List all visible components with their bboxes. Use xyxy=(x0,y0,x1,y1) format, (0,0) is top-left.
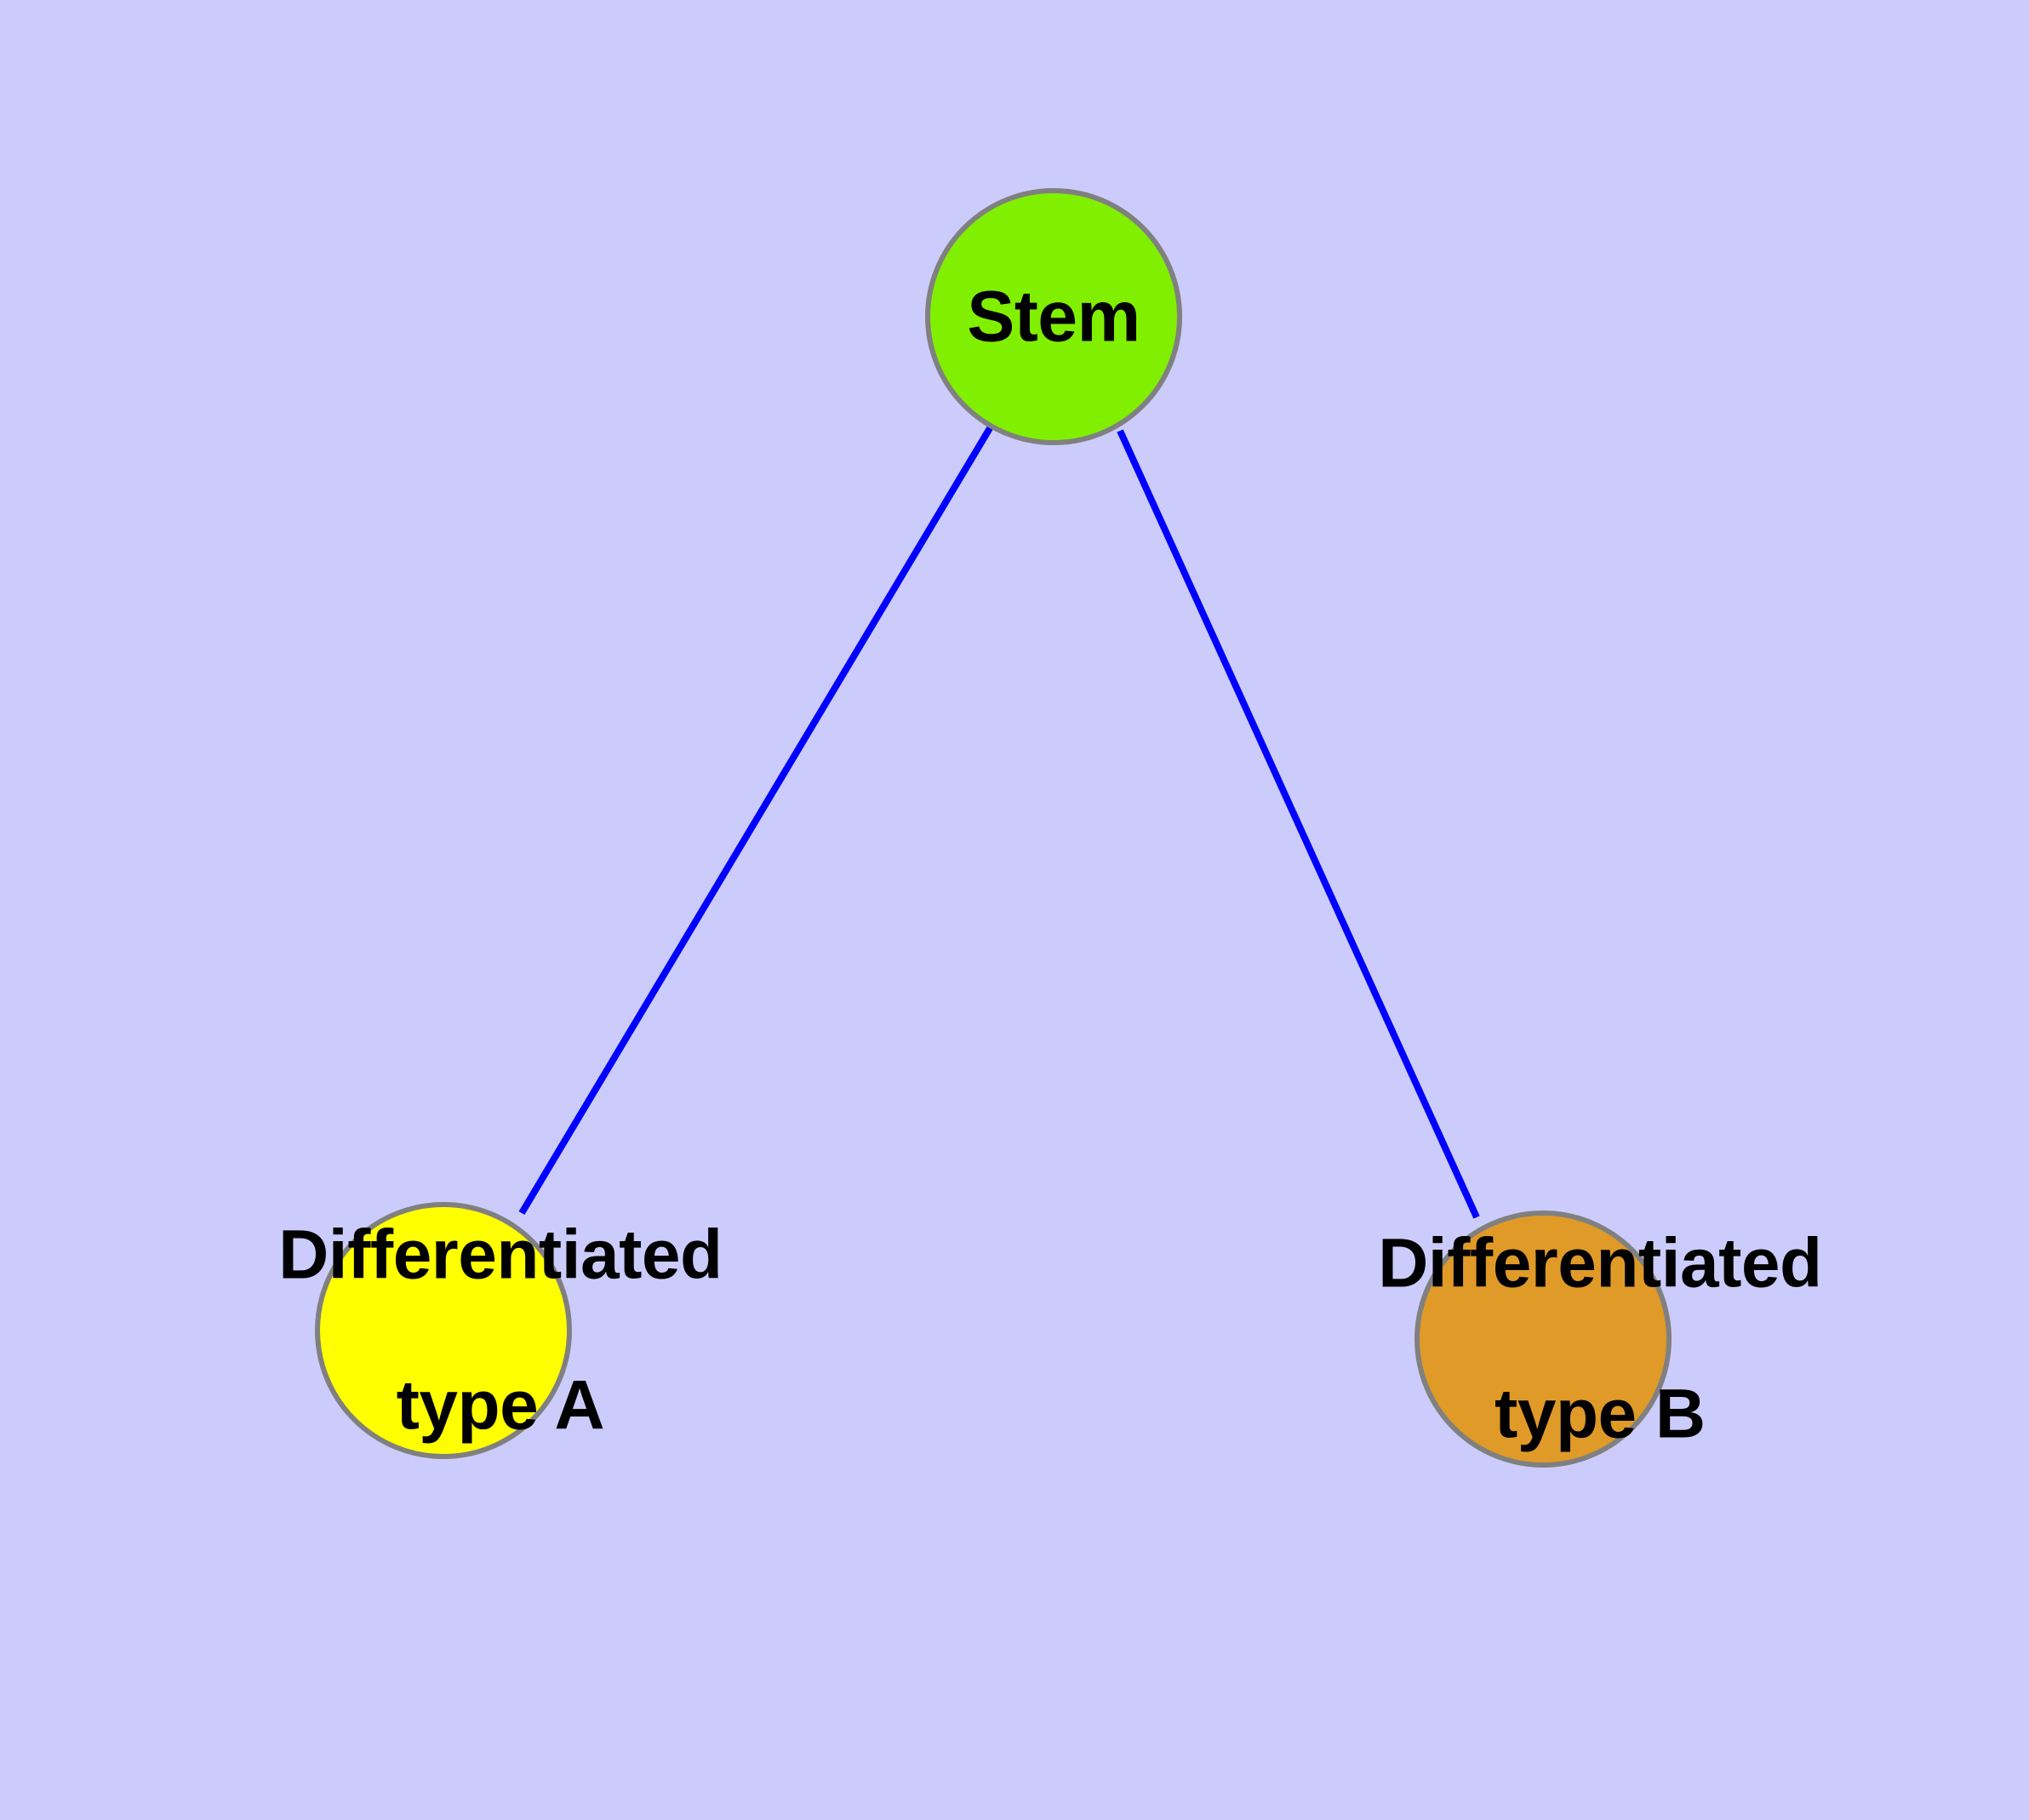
edge-stem-to-differentiated-type-a xyxy=(518,426,993,1216)
node-stem-label: Stem xyxy=(967,276,1140,357)
node-differentiated-type-a[interactable]: Differentiated type A xyxy=(278,1202,723,1459)
edge-stem-to-differentiated-type-b xyxy=(1117,429,1480,1219)
node-stem[interactable]: Stem xyxy=(925,188,1182,445)
node-differentiated-type-b[interactable]: Differentiated type B xyxy=(1378,1210,1822,1468)
